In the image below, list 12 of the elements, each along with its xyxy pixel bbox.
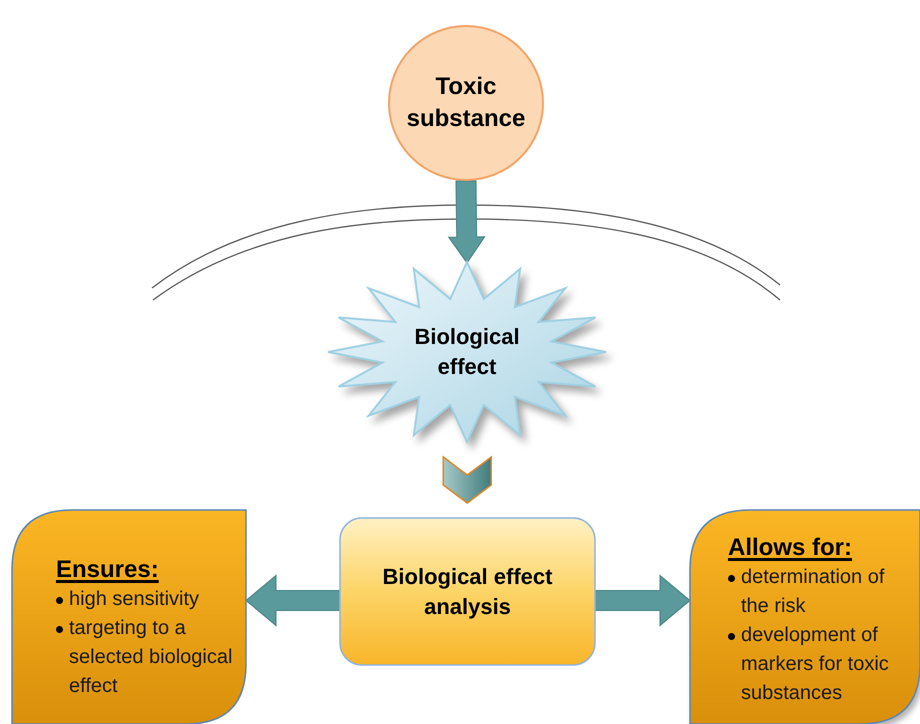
block-arrow — [448, 180, 486, 264]
chevron-arrow — [442, 456, 492, 504]
block-arrow — [245, 574, 340, 627]
card-heading: Ensures: — [56, 556, 159, 585]
bullet-item: high sensitivity — [69, 586, 200, 612]
card-heading: Allows for: — [728, 534, 852, 563]
bullet-item: targeting to a selected biological effect — [69, 616, 234, 699]
node-label: Biological effect — [413, 323, 521, 381]
node-label: Toxic substance — [406, 72, 526, 134]
bullet-item: development of markers for toxic substances — [741, 622, 890, 706]
block-arrow — [594, 574, 691, 627]
node-label: Biological effect analysis — [382, 562, 554, 621]
